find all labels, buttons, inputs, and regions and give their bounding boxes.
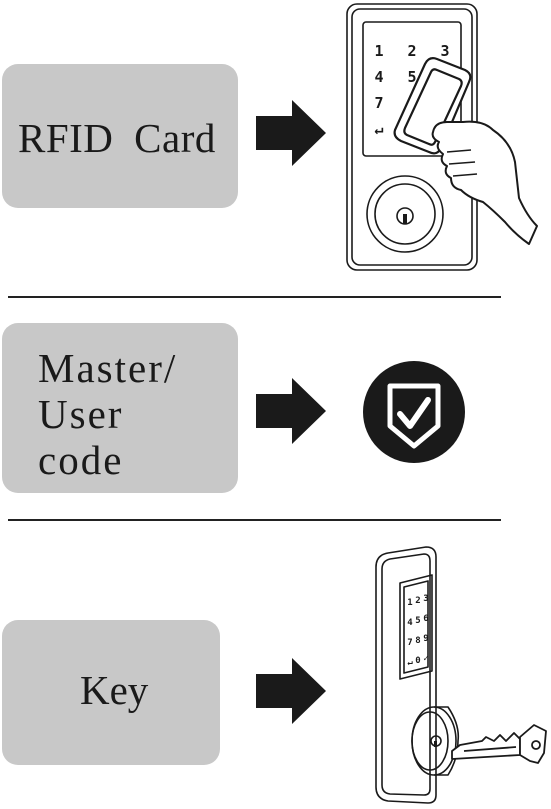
master-user-code-label: Master/ User code	[38, 345, 177, 483]
keypad-key: 4	[407, 618, 413, 628]
master-user-code-label-box: Master/ User code	[2, 323, 238, 493]
section-divider	[8, 519, 501, 521]
section-divider	[8, 296, 501, 298]
keypad-key: 2	[407, 42, 416, 60]
label-line: Master/	[38, 345, 178, 391]
key-label: Key	[80, 667, 149, 713]
keypad-key: 5	[415, 616, 420, 626]
right-arrow-icon	[256, 100, 326, 166]
label-line: User	[38, 391, 124, 437]
keypad-key: ↵	[374, 120, 383, 138]
rfid-card-icon	[393, 57, 472, 155]
keypad-key: 0	[415, 656, 420, 666]
keypad-key: 3	[423, 594, 428, 604]
keypad-key: 2	[415, 596, 420, 606]
keypad-key: 7	[407, 638, 412, 648]
rfid-card-label: RFID Card	[18, 115, 216, 161]
keypad-key: 9	[423, 634, 428, 644]
label-line: code	[38, 437, 124, 483]
keypad-key: 3	[440, 42, 449, 60]
keypad-key: 1	[407, 598, 412, 608]
hand-icon	[431, 120, 538, 245]
right-arrow-icon	[256, 378, 326, 444]
keypad-key: 5	[407, 68, 416, 86]
rfid-card-label-box: RFID Card	[2, 64, 238, 208]
keypad-key: ↵	[407, 658, 413, 668]
keypad-key: 6	[423, 614, 428, 624]
keypad-key: ✓	[423, 654, 428, 664]
shield-check-icon	[363, 361, 465, 463]
keypad-key: 7	[374, 94, 383, 112]
right-arrow-icon	[256, 658, 326, 724]
keypad-key: 8	[415, 636, 420, 646]
keypad-key: 1	[374, 42, 383, 60]
key-icon	[451, 724, 547, 764]
keypad-key: 4	[374, 68, 383, 86]
key-label-box: Key	[2, 620, 220, 765]
